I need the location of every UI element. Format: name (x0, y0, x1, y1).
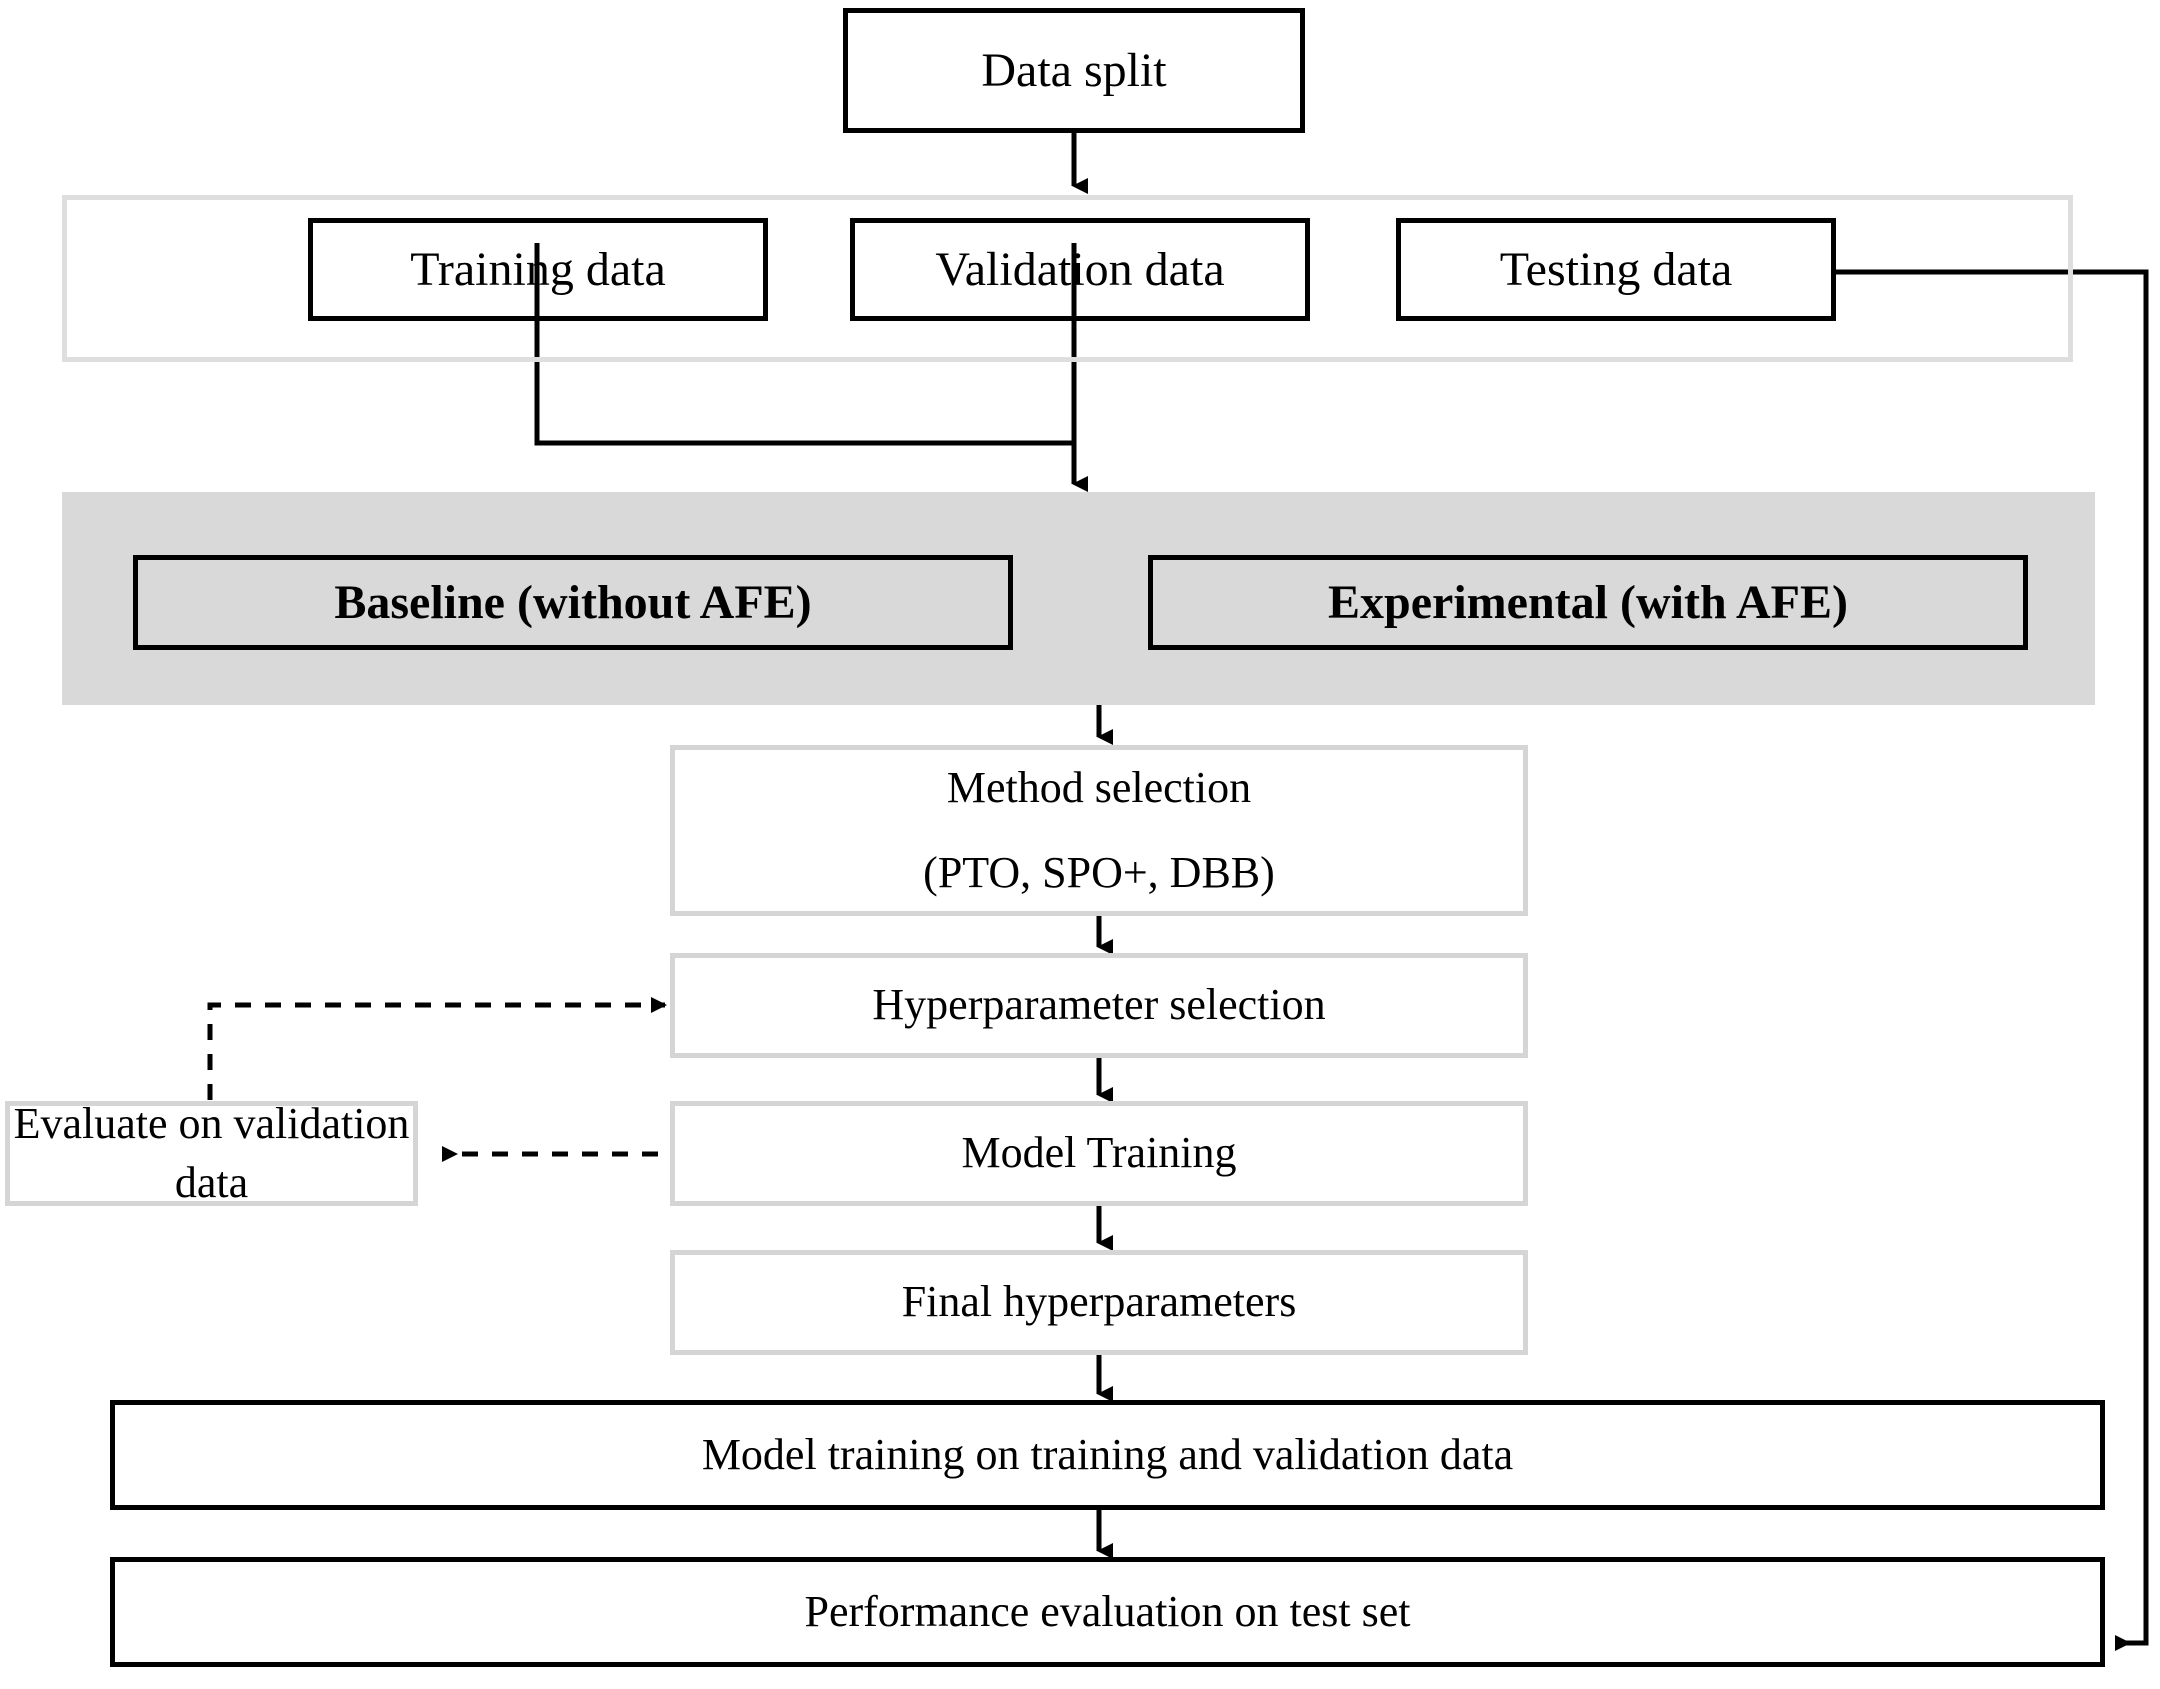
node-testing-data[interactable]: Testing data (1396, 218, 1836, 321)
node-evaluate-on-validation-data[interactable]: Evaluate on validation data (5, 1099, 418, 1207)
experiment-arm-band (62, 492, 2095, 705)
edge-evaluate-to-hyperparam (207, 997, 667, 1100)
node-method-selection[interactable]: Method selection (PTO, SPO+, DBB) (670, 745, 1528, 916)
data-split-group-container (62, 195, 2073, 362)
node-hyperparameter-selection-label: Hyperparameter selection (872, 980, 1326, 1030)
node-final-hyperparameters-label: Final hyperparameters (901, 1277, 1297, 1327)
node-baseline-label: Baseline (without AFE) (334, 575, 812, 629)
node-training-data-label: Training data (410, 242, 666, 296)
node-baseline-without-afe[interactable]: Baseline (without AFE) (133, 555, 1013, 650)
node-experimental-label: Experimental (with AFE) (1328, 575, 1848, 629)
node-testing-data-label: Testing data (1499, 242, 1733, 296)
node-method-selection-label-line2: (PTO, SPO+, DBB) (923, 847, 1275, 897)
node-hyperparameter-selection[interactable]: Hyperparameter selection (670, 953, 1528, 1058)
node-model-training[interactable]: Model Training (670, 1101, 1528, 1206)
node-data-split[interactable]: Data split (843, 8, 1305, 133)
node-final-hyperparameters[interactable]: Final hyperparameters (670, 1250, 1528, 1355)
node-model-training-full-label: Model training on training and validatio… (701, 1429, 1514, 1479)
node-model-training-on-training-and-validation[interactable]: Model training on training and validatio… (110, 1400, 2105, 1510)
node-method-selection-label-line1: Method selection (946, 763, 1252, 813)
node-validation-data-label: Validation data (935, 242, 1225, 296)
node-performance-evaluation-label: Performance evaluation on test set (804, 1586, 1411, 1636)
node-validation-data[interactable]: Validation data (850, 218, 1310, 321)
node-training-data[interactable]: Training data (308, 218, 768, 321)
node-data-split-label: Data split (981, 43, 1167, 97)
node-experimental-with-afe[interactable]: Experimental (with AFE) (1148, 555, 2028, 650)
node-model-training-label: Model Training (961, 1128, 1237, 1178)
node-evaluate-on-validation-data-label: Evaluate on validation data (13, 1099, 410, 1207)
node-performance-evaluation-on-test-set[interactable]: Performance evaluation on test set (110, 1557, 2105, 1667)
